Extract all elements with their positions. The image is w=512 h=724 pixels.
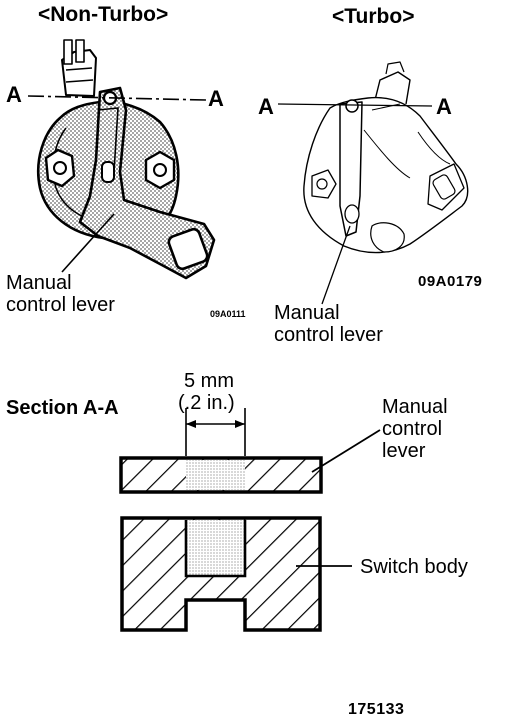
dimension-inches: (.2 in.) <box>178 392 235 414</box>
section-lever-label-line2: control <box>382 418 443 440</box>
non-turbo-section-mark-right: A <box>208 86 224 111</box>
non-turbo-section-line <box>27 95 207 101</box>
section-lever-label-line1: Manual <box>382 396 448 418</box>
dimension-arrow-left <box>186 420 196 428</box>
section-switch-body <box>120 516 322 632</box>
dimension-arrow-right <box>235 420 245 428</box>
turbo-lever-leader <box>321 225 351 305</box>
turbo-header: <Turbo> <box>332 5 415 28</box>
dimension-mm: 5 mm <box>184 370 234 392</box>
non-turbo-switch <box>36 39 216 280</box>
section-title: Section A-A <box>6 397 119 419</box>
section-lever-label-line3: lever <box>382 440 426 462</box>
turbo-section-mark-left: A <box>258 94 274 119</box>
non-turbo-header: <Non-Turbo> <box>38 3 169 26</box>
non-turbo-lever-label-line1: Manual <box>6 272 72 294</box>
turbo-lever-label-line2: control lever <box>274 324 383 346</box>
non-turbo-section-mark-left: A <box>6 82 22 107</box>
turbo-switch <box>303 61 469 254</box>
turbo-section-line <box>277 103 433 107</box>
section-lever-leader <box>311 429 381 473</box>
switch-body-label: Switch body <box>360 556 468 578</box>
non-turbo-lever-label-line2: control lever <box>6 294 115 316</box>
section-lever <box>119 456 323 494</box>
turbo-figure-code: 09A0179 <box>418 273 483 290</box>
turbo-lever-label-line1: Manual <box>274 302 340 324</box>
non-turbo-lever-leader <box>61 213 115 273</box>
non-turbo-figure-code: 09A0111 <box>210 309 246 319</box>
figure-code: 175133 <box>348 701 405 718</box>
turbo-section-mark-right: A <box>436 94 452 119</box>
